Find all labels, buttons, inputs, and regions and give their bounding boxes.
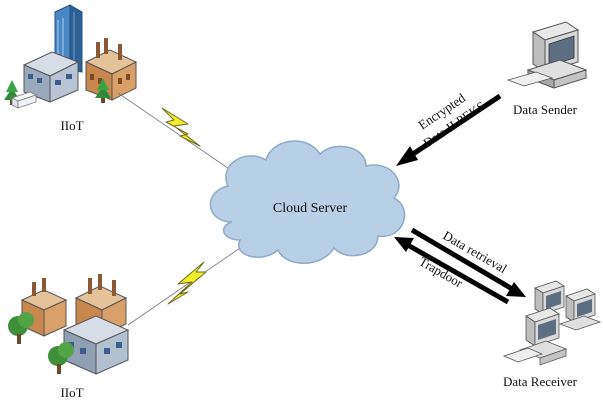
data-receiver-label: Data Receiver xyxy=(503,374,578,389)
lightning-icon xyxy=(167,261,207,305)
factory-icon xyxy=(4,4,138,109)
arrow-shaft xyxy=(404,241,510,305)
arrow-head xyxy=(506,282,526,297)
wireless-link-top xyxy=(117,92,239,176)
data-receiver-node: Data Receiver xyxy=(502,280,602,389)
cloud-server-node: Cloud Server xyxy=(209,140,406,264)
computer-cluster-icon xyxy=(502,280,602,366)
link-line-top xyxy=(117,92,239,176)
data-sender-label: Data Sender xyxy=(513,102,578,117)
iot-top-label: IIoT xyxy=(60,118,83,133)
arrow-head xyxy=(396,146,418,166)
arrow-sender-to-cloud: Encrypted Data II PEKS xyxy=(396,90,502,166)
factory-icon xyxy=(8,274,130,375)
link-line-bottom xyxy=(127,247,241,326)
iot-bottom-node: IIoT xyxy=(8,274,130,400)
iot-top-node: IIoT xyxy=(4,4,138,133)
iot-bottom-label: IIoT xyxy=(60,385,83,400)
data-sender-node: Data Sender xyxy=(506,21,588,117)
lightning-icon xyxy=(161,107,201,147)
wireless-link-bottom xyxy=(127,247,241,326)
cloud-server-label: Cloud Server xyxy=(273,201,348,216)
arrow-head xyxy=(394,237,414,252)
cloud-icon xyxy=(209,140,406,264)
computer-icon xyxy=(506,21,588,89)
arrow-shaft xyxy=(410,227,516,293)
arrow-shaft xyxy=(408,93,502,159)
